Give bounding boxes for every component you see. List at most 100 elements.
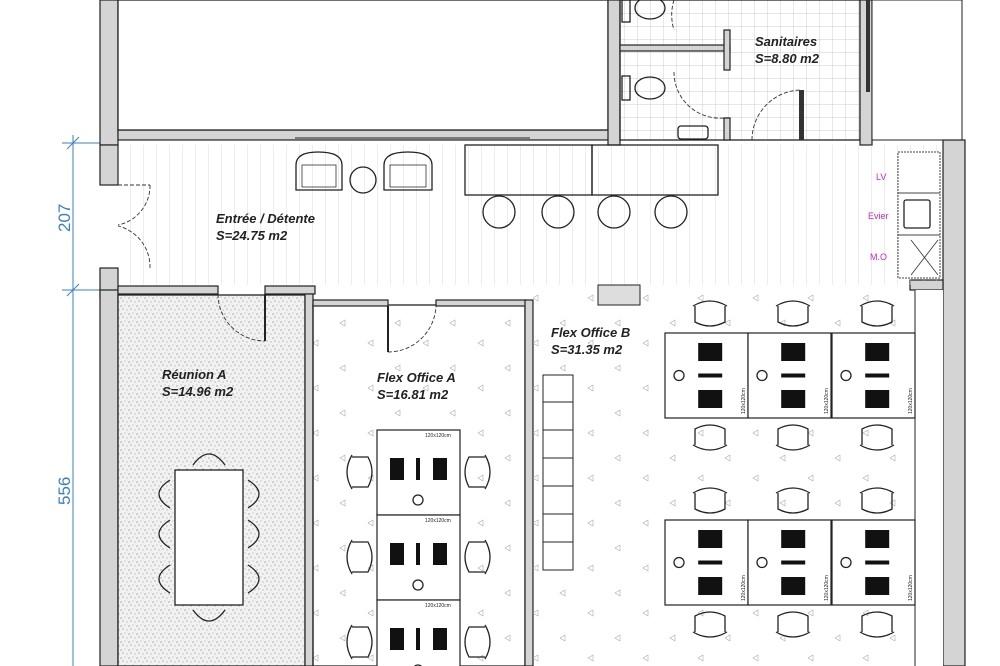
dimension-lower: 556 [55, 477, 74, 505]
keyboard-icon [416, 628, 420, 650]
desk-size-label: 120x120cm [824, 575, 830, 601]
kitchenette: LV Evier M.O [868, 151, 941, 279]
phone-icon [673, 556, 685, 569]
monitor-icon [433, 458, 447, 480]
room-flex-office-b: 120x120cm 120x120cm 120x120cm 120x120cm 120x… [533, 284, 943, 666]
monitor-icon [781, 390, 806, 408]
phone-icon [412, 494, 424, 506]
keyboard-icon [416, 458, 420, 480]
desk: 120x120cm [376, 514, 461, 601]
desk: 120x120cm [664, 332, 749, 419]
office-chair-icon [859, 424, 895, 451]
desk-size-label: 120x120cm [425, 603, 451, 609]
dimension-line: 207 556 [55, 135, 110, 666]
room-area: S=31.35 m2 [551, 342, 623, 357]
monitor-icon [865, 577, 890, 595]
keyboard-icon [416, 543, 420, 565]
desk-cluster: 120x120cm 120x120cm 120x120cm 120x120cm 120x… [664, 300, 916, 638]
monitor-icon [781, 343, 806, 361]
monitor-icon [390, 458, 404, 480]
desk-size-label: 120x120cm [425, 433, 451, 439]
office-chair-icon [692, 611, 728, 638]
desk: 120x120cm [831, 332, 916, 419]
room-name: Réunion A [162, 367, 227, 382]
phone-icon [756, 369, 768, 382]
kitchen-label-lv: LV [876, 172, 886, 182]
keyboard-icon [781, 373, 806, 378]
office-chair-icon [692, 487, 728, 514]
desk-size-label: 120x120cm [741, 388, 747, 414]
room-area: S=16.81 m2 [377, 387, 449, 402]
office-chair-icon [859, 611, 895, 638]
kitchen-label-mo: M.O [870, 252, 887, 262]
monitor-icon [781, 530, 806, 548]
room-entree: LV Evier M.O Entrée / Détente S=24.75 m2 [99, 144, 943, 299]
office-chair-icon [346, 539, 373, 575]
coffee-table-icon [349, 166, 377, 194]
desk: 120x120cm [376, 429, 461, 516]
monitor-icon [390, 543, 404, 565]
desk-size-label: 120x120cm [824, 388, 830, 414]
office-chair-icon [775, 300, 811, 327]
room-name: Sanitaires [755, 34, 817, 49]
office-chair-icon [775, 424, 811, 451]
desk-size-label: 120x120cm [741, 575, 747, 601]
keyboard-icon [698, 560, 723, 565]
armchair-icon [295, 151, 343, 191]
monitor-icon [698, 390, 723, 408]
desk: 120x120cm [376, 599, 461, 666]
room-sanitaires: Sanitaires S=8.80 m2 [607, 0, 963, 146]
desk-size-label: 120x120cm [908, 388, 914, 414]
monitor-icon [698, 530, 723, 548]
monitor-icon [698, 343, 723, 361]
meeting-table [158, 453, 260, 622]
phone-icon [840, 369, 852, 382]
sink-icon [677, 125, 709, 140]
monitor-icon [865, 390, 890, 408]
desk: 120x120cm [664, 519, 749, 606]
toilet-icon [621, 0, 666, 23]
kitchen-label-evier: Evier [868, 211, 889, 221]
phone-icon [414, 664, 422, 666]
storage-block [597, 284, 641, 306]
desk-size-label: 120x120cm [908, 575, 914, 601]
office-chair-icon [859, 300, 895, 327]
monitor-icon [865, 343, 890, 361]
storage-cabinets [542, 374, 574, 571]
room-name: Flex Office A [377, 370, 456, 385]
phone-icon [840, 556, 852, 569]
desk-cluster: 120x120cm 120x120cm 120x120cm [346, 429, 491, 666]
monitor-icon [698, 577, 723, 595]
keyboard-icon [865, 373, 890, 378]
monitor-icon [433, 543, 447, 565]
office-chair-icon [464, 539, 491, 575]
room-name: Entrée / Détente [216, 211, 315, 226]
office-chair-icon [464, 454, 491, 490]
top-room [99, 0, 619, 146]
room-name: Flex Office B [551, 325, 630, 340]
phone-icon [673, 369, 685, 382]
keyboard-icon [865, 560, 890, 565]
stool-icons [482, 195, 688, 229]
room-flex-office-a: 120x120cm 120x120cm 120x120cm Flex Office … [304, 293, 534, 666]
office-chair-icon [346, 454, 373, 490]
office-chair-icon [692, 300, 728, 327]
office-chair-icon [775, 611, 811, 638]
monitor-icon [390, 628, 404, 650]
sink-icon [903, 199, 931, 229]
toilet-icon [621, 75, 666, 101]
office-chair-icon [775, 487, 811, 514]
room-area: S=14.96 m2 [162, 384, 234, 399]
room-area: S=24.75 m2 [216, 228, 288, 243]
desk: 120x120cm [747, 332, 832, 419]
phone-icon [756, 556, 768, 569]
room-reunion-a: Réunion A S=14.96 m2 [99, 285, 316, 666]
office-chair-icon [346, 624, 373, 660]
counter [591, 144, 719, 196]
keyboard-icon [781, 560, 806, 565]
desk: 120x120cm [831, 519, 916, 606]
armchair-icon [383, 151, 433, 191]
office-chair-icon [692, 424, 728, 451]
monitor-icon [781, 577, 806, 595]
